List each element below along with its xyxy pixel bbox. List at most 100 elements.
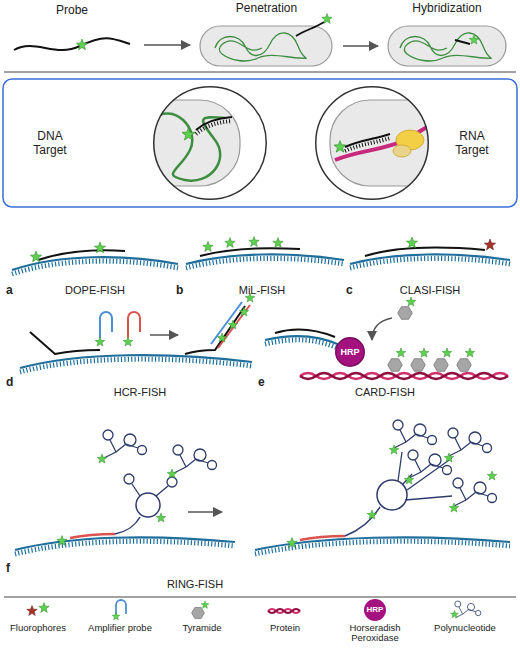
legend-icons [27, 606, 37, 616]
rna-target-drawing [393, 145, 411, 157]
dna-target-drawing [196, 121, 232, 134]
ring-fish-drawing [453, 478, 497, 506]
ring-fish-drawing [124, 474, 134, 484]
cell-shape: Hybridization [386, 24, 508, 68]
ring-fish-drawing [15, 537, 235, 550]
mil-fish-drawing [203, 242, 213, 252]
card-fish-drawing [396, 348, 406, 357]
legend-label: Polynucleotide [423, 623, 507, 633]
panel-letter: b [176, 283, 183, 297]
probe-strand: Probe [8, 26, 136, 62]
legend-icons [39, 603, 49, 613]
cell-drawing [322, 14, 332, 24]
hcr-fish-drawing [123, 337, 133, 346]
legend-icons [192, 607, 205, 618]
card-fish-drawing [398, 307, 413, 320]
legend-label: Amplifier probe [78, 623, 162, 633]
ring-fish-drawing [377, 480, 407, 510]
mil-fish-drawing [186, 254, 344, 264]
ring-fish-drawing [345, 507, 380, 536]
legend-icons [201, 601, 209, 608]
probe-drawing [76, 39, 87, 50]
cell-drawing [455, 40, 470, 44]
legend-icons [27, 599, 481, 621]
hcr-fish-drawing [100, 312, 112, 338]
panel-letter: c [346, 283, 353, 297]
zoom-circle [153, 86, 267, 200]
cell-shape: Penetration [198, 24, 335, 68]
hcr-fish-drawing [218, 305, 250, 348]
rna-target-drawing [345, 134, 390, 147]
cell-drawing [388, 26, 506, 66]
zoom-circle [154, 87, 267, 200]
node-label: RNA Target [447, 130, 497, 158]
cell-drawing [200, 26, 332, 66]
ring-fish-drawing [408, 450, 452, 478]
hcr-fish-drawing [95, 337, 105, 346]
ring-fish-drawing [444, 453, 454, 462]
method-name: MiL-FISH [202, 284, 322, 297]
legend-label: Protein [243, 623, 327, 633]
hcr-fish-drawing [185, 306, 245, 354]
legend-icons [451, 610, 459, 617]
cell-drawing [400, 33, 491, 61]
legend-icons [268, 609, 300, 613]
hcr-fish-drawing [228, 320, 238, 329]
rna-target-drawing [335, 126, 440, 160]
mil-fish-drawing [249, 237, 259, 247]
ring-fish-drawing [167, 469, 177, 478]
legend-item: Fluorophores [0, 623, 80, 633]
legend-item: Horseradish Peroxidase [340, 623, 410, 643]
node-label: Hybridization [386, 2, 508, 16]
method-name: CLASI-FISH [370, 284, 490, 297]
ring-fish-drawing [255, 537, 510, 550]
ring-fish-drawing [15, 420, 510, 554]
cell-drawing [388, 26, 506, 66]
panel-letter: d [6, 375, 13, 389]
mil-fish-drawing [200, 248, 300, 256]
card-fish-drawing [388, 359, 403, 372]
hcr-fish-drawing [30, 332, 100, 354]
card-fish-drawing [372, 318, 392, 340]
hcr-fish-drawing [217, 333, 227, 342]
method-name: CARD-FISH [325, 386, 445, 399]
ring-fish-drawing [57, 536, 67, 546]
mil-fish-drawing [186, 237, 344, 268]
ring-fish-drawing [70, 534, 115, 538]
clasi-fish-drawing [484, 239, 495, 250]
card-fish-drawing [434, 359, 449, 372]
cell-drawing [200, 14, 332, 66]
divider-line [4, 597, 516, 598]
legend-label: Fluorophores [0, 623, 80, 633]
hcr-fish-drawing [239, 307, 249, 316]
method-name: RING-FISH [135, 578, 255, 591]
flow-arrow [343, 45, 378, 47]
ring-fish-drawing [367, 510, 377, 519]
method-name: HCR-FISH [80, 386, 200, 399]
ring-fish-drawing [173, 445, 217, 473]
legend-item: Protein [243, 623, 327, 633]
ring-fish-drawing [389, 445, 399, 454]
clasi-fish-drawing [350, 237, 510, 268]
panel-letter: f [6, 561, 10, 575]
ring-fish-drawing [393, 420, 437, 448]
dna-target-drawing [196, 117, 232, 130]
ring-fish-drawing [132, 484, 168, 496]
dope-fish-drawing [30, 251, 41, 262]
enzyme-circle: HRP [335, 337, 365, 367]
ring-fish-drawing [103, 430, 147, 458]
card-fish-drawing [275, 330, 335, 337]
card-fish-drawing [442, 348, 452, 357]
ring-fish-drawing [115, 517, 140, 534]
ring-fish-drawing [287, 538, 297, 548]
zoom-panel [3, 79, 517, 207]
card-fish-drawing [265, 336, 340, 345]
zoom-circle [316, 87, 429, 200]
legend-icons [116, 600, 126, 617]
legend-item: Polynucleotide [423, 623, 507, 633]
legend-item: Amplifier probe [78, 623, 162, 633]
dope-fish-drawing [38, 250, 125, 260]
legend-item: Tyramide [160, 623, 244, 633]
